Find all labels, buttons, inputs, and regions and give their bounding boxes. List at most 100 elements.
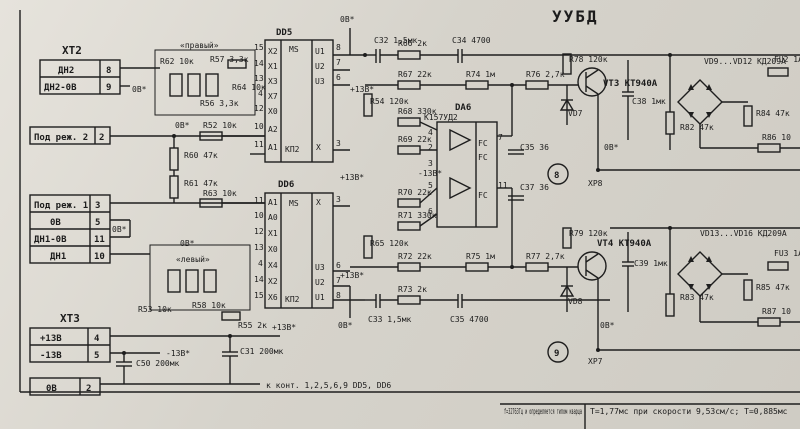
xt3-row2-pin: 5 [94, 351, 99, 361]
dd5-in-a1: A1 [268, 143, 278, 152]
junction-dot [172, 134, 176, 138]
dd6-pin-12: 12 [254, 227, 264, 236]
dd6-in-x2: X2 [268, 277, 278, 286]
net-label-ov-8: 0В* [600, 321, 615, 330]
xt3-row2-label: -13В [40, 351, 62, 361]
r67-label: R67 22к [398, 70, 432, 79]
dd5-pin-3: 3 [336, 139, 341, 148]
footer-timing: T=1,77мс при скорости 9,53см/с; T=0,885м… [590, 407, 788, 416]
r70-label: R70 22к [398, 188, 432, 197]
da6-fc-1: FC [478, 139, 488, 148]
opamp-da6: DA6 К157УД2 FC FC FC 4 2 3 5 6 7 11 [424, 103, 508, 228]
switch-label-right: «правый» [180, 41, 219, 50]
r66-label: R66 2к [398, 39, 427, 48]
junction-dot [510, 83, 514, 87]
resistor-r73: R73 2к [397, 285, 427, 305]
r74-label: R74 1м [466, 70, 495, 79]
xp8-name: XP8 [588, 179, 603, 188]
dd5-pin-10: 10 [254, 122, 264, 131]
capacitor-c39: C39 1мк [622, 232, 668, 312]
dd5-in-x1: X1 [268, 62, 278, 71]
xp7-num: 9 [554, 349, 559, 359]
da6-pin-5: 5 [428, 181, 433, 190]
dd5-pin-7: 7 [336, 58, 341, 67]
r73-label: R73 2к [398, 285, 427, 294]
footer-note: f=32763Гц и определяется типом кварца T=… [500, 403, 800, 429]
dd5-in-x0: X0 [268, 107, 278, 116]
resistor-r86: R86 10 [757, 133, 791, 153]
net-label-ov-4: 0В* [180, 239, 195, 248]
bridge2-label: VD13...VD16 КД209А [700, 229, 787, 238]
dd5-in-x2: X2 [268, 47, 278, 56]
vd7-label: VD7 [568, 109, 583, 118]
resistor-r74: R74 1м [465, 70, 495, 90]
c50-label: C50 200мк [136, 359, 180, 368]
r69-label: R69 22к [398, 135, 432, 144]
fuse-fu3: FU3 1А [767, 249, 800, 271]
dd6-pin-6: 6 [336, 261, 341, 270]
capacitor-c33: C33 1,5мк [368, 294, 412, 324]
r86-label: R86 10 [762, 133, 791, 142]
dd5-kp: КП2 [285, 145, 300, 154]
resistor-r66: R66 2к [397, 39, 427, 60]
net-label-m13-2: -13В* [418, 169, 442, 178]
xt1-row1-label: Под реж. 2 [34, 133, 88, 143]
r75-label: R75 1м [466, 252, 495, 261]
r54-label: R54 120к [370, 97, 409, 106]
xp7-name: XP7 [588, 357, 603, 366]
junction-dot [668, 53, 672, 57]
dd5-pin-4: 4 [258, 89, 263, 98]
chip-dd5: DD5 MS КП2 X2 X1 X3 X7 X0 A2 A1 U1 U2 U3… [254, 28, 341, 163]
c37-label: C37 36 [520, 183, 549, 192]
fuse-fu2: FU2 1А [767, 55, 800, 77]
dd6-out-u2: U2 [315, 278, 325, 287]
dd5-pin-6: 6 [336, 73, 341, 82]
r57-lower-label: R53 10к [138, 305, 172, 314]
xp8-num: 8 [554, 171, 559, 181]
xt3-name: XT3 [60, 312, 80, 325]
dd6-in-x6: X6 [268, 293, 278, 302]
xt1-row4-label: ДН1-0В [34, 235, 67, 245]
dd6-in-x0: X0 [268, 245, 278, 254]
xt2-row1-pin: 8 [106, 66, 111, 76]
dd5-pin-15: 15 [254, 43, 264, 52]
resistor-r84: R84 47к [743, 105, 790, 127]
dd6-pin-13: 13 [254, 243, 264, 252]
dd6-pin-8: 8 [336, 291, 341, 300]
xt1-row3-pin: 5 [95, 218, 100, 228]
r85-label: R85 47к [756, 283, 790, 292]
xt3-row1-label: +13В [40, 334, 62, 344]
net-label-p13-1: +13В* [350, 85, 374, 94]
c39-label: C39 1мк [634, 259, 668, 268]
net-label-p13-4: +13В* [340, 271, 364, 280]
r82-label: R82 47к [680, 123, 714, 132]
c34-label: C34 4700 [452, 36, 491, 45]
net-label-ov-3: 0В* [175, 121, 190, 130]
r71-label: R71 330к [398, 211, 437, 220]
dd6-out-x: X [316, 198, 321, 207]
diode-vd8: VD8 [559, 284, 583, 306]
resistor-r67: R67 22к [397, 70, 432, 90]
r58-label: R58 10к [192, 301, 226, 310]
dd6-pin-14: 14 [254, 275, 264, 284]
dd6-out-u3: U3 [315, 263, 325, 272]
dd5-pin-12: 12 [254, 104, 264, 113]
xt2-row1-label: ДН2 [58, 66, 74, 76]
capacitor-c34: C34 4700 [452, 36, 491, 63]
r77-label: R77 2,7к [526, 252, 565, 261]
net-label-ov-6: 0В* [338, 321, 353, 330]
c32-label: C32 1,5мк [374, 36, 418, 45]
xt2-row2-label: ДН2-0В [44, 83, 77, 93]
r68-label: R68 330к [398, 107, 437, 116]
xt1-row1-pin: 2 [99, 133, 104, 143]
r79-label: R79 120к [569, 229, 608, 238]
junction-dot [228, 334, 232, 338]
ground-label: 0В [46, 384, 57, 394]
capacitor-c36: C35 36 [508, 143, 549, 155]
r84-label: R84 47к [756, 109, 790, 118]
dd5-in-x3: X3 [268, 77, 278, 86]
r55-label: R56 3,3к [200, 99, 239, 108]
resistor-r69: R69 22к [397, 135, 432, 155]
da6-fc-3: FC [478, 191, 488, 200]
resistor-r83: R83 47к [665, 293, 714, 317]
